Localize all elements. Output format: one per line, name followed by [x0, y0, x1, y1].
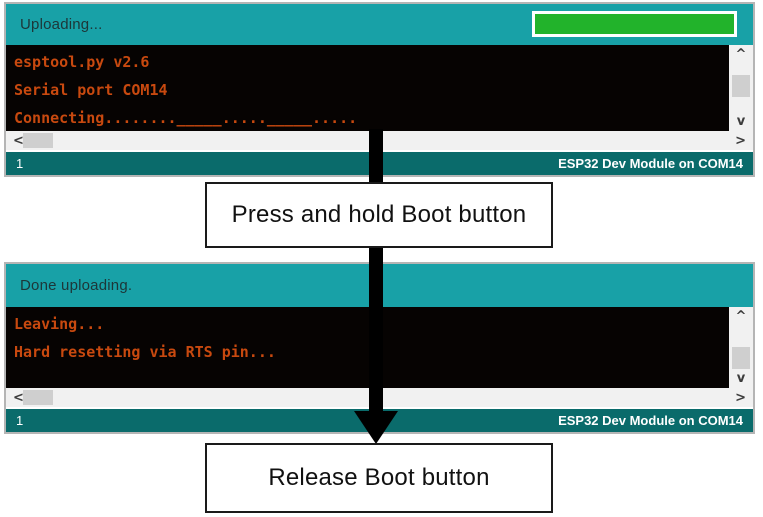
scroll-right-icon[interactable]: >	[735, 390, 746, 405]
vertical-scrollbar[interactable]: ^ v	[729, 307, 753, 388]
scroll-down-icon[interactable]: v	[736, 371, 746, 386]
annotation-step2-label: Release Boot button	[268, 464, 490, 491]
scroll-left-icon[interactable]: <	[13, 390, 24, 405]
annotation-step1-label: Press and hold Boot button	[231, 201, 527, 228]
console-line: Connecting........_____....._____.....	[14, 109, 358, 127]
annotation-step1-box: Press and hold Boot button	[205, 182, 553, 248]
upload-progress-fill	[535, 14, 734, 34]
console-output: Leaving... Hard resetting via RTS pin...	[6, 307, 729, 388]
vertical-scrollbar-thumb[interactable]	[732, 347, 750, 369]
flow-arrow-head	[354, 411, 398, 444]
console-line: Hard resetting via RTS pin...	[14, 343, 276, 361]
line-number: 1	[16, 413, 24, 428]
flow-arrow-shaft-top	[369, 129, 383, 184]
board-port-info: ESP32 Dev Module on COM14	[558, 156, 743, 171]
horizontal-scrollbar-thumb[interactable]	[23, 133, 53, 148]
ide-status-header: Uploading...	[6, 4, 753, 45]
board-port-info: ESP32 Dev Module on COM14	[558, 413, 743, 428]
console-output: esptool.py v2.6 Serial port COM14 Connec…	[6, 45, 729, 131]
annotation-step2-box: Release Boot button	[205, 443, 553, 513]
console-line: Serial port COM14	[14, 81, 168, 99]
flow-arrow-shaft-bottom	[369, 246, 383, 412]
console-line: esptool.py v2.6	[14, 53, 150, 71]
scroll-down-icon[interactable]: v	[736, 114, 746, 129]
arduino-ide-panel-uploading: Uploading... esptool.py v2.6 Serial port…	[4, 2, 755, 177]
console-area: esptool.py v2.6 Serial port COM14 Connec…	[6, 45, 753, 131]
vertical-scrollbar[interactable]: ^ v	[729, 45, 753, 131]
upload-status-text: Uploading...	[20, 16, 103, 33]
upload-status-text: Done uploading.	[20, 277, 133, 294]
horizontal-scrollbar-thumb[interactable]	[23, 390, 53, 405]
vertical-scrollbar-thumb[interactable]	[732, 75, 750, 97]
scroll-up-icon[interactable]: ^	[735, 47, 747, 62]
scroll-up-icon[interactable]: ^	[735, 309, 747, 324]
console-line: Leaving...	[14, 315, 105, 333]
scroll-left-icon[interactable]: <	[13, 133, 24, 148]
scroll-right-icon[interactable]: >	[735, 133, 746, 148]
upload-progress-bar	[532, 11, 737, 37]
line-number: 1	[16, 156, 24, 171]
